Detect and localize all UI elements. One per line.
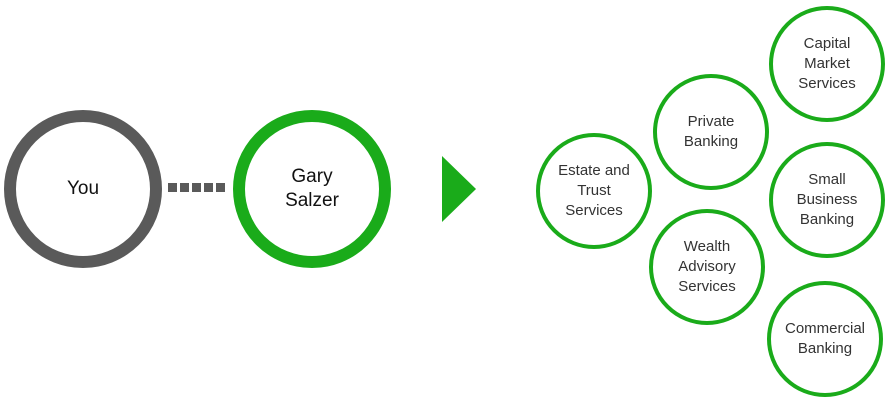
service-label: Estate and Trust Services [558, 162, 630, 219]
service-label: Private Banking [683, 113, 739, 150]
service-capital-market: Capital Market Services [769, 6, 885, 122]
service-label: Small Business Banking [796, 171, 858, 228]
connector-dot [180, 183, 189, 192]
you-label: You [66, 178, 100, 199]
service-estate-trust: Estate and Trust Services [536, 133, 652, 249]
arrow-right-icon [442, 156, 476, 222]
connector-dot [204, 183, 213, 192]
contact-node: Gary Salzer [233, 110, 391, 268]
service-label: Commercial Banking [784, 320, 865, 357]
service-commercial-banking: Commercial Banking [767, 281, 883, 397]
service-private-banking: Private Banking [653, 74, 769, 190]
connector-dot [168, 183, 177, 192]
service-small-business: Small Business Banking [769, 142, 885, 258]
connector-dot [216, 183, 225, 192]
service-label: Capital Market Services [798, 35, 856, 92]
service-wealth-advisory: Wealth Advisory Services [649, 209, 765, 325]
service-label: Wealth Advisory Services [678, 238, 736, 295]
you-node: You [4, 110, 162, 268]
connector-dot [192, 183, 201, 192]
contact-name: Gary Salzer [285, 166, 339, 211]
